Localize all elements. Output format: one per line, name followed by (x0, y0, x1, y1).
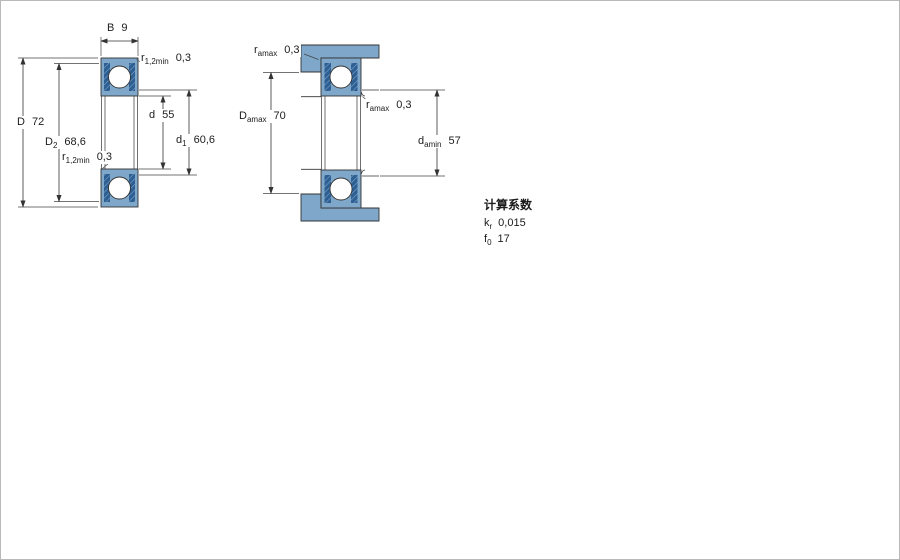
ball (329, 65, 353, 89)
ball (108, 65, 131, 89)
seal-left (104, 63, 110, 91)
dim-lines-Da (263, 71, 299, 195)
shaft-outline (301, 89, 379, 177)
bearing-cross-section (18, 37, 197, 208)
seal-left (324, 63, 331, 91)
dim-lines-D2 (54, 62, 99, 203)
seal-left (104, 174, 110, 202)
bearing-section-top (320, 57, 362, 97)
bore-projection-lines (321, 96, 361, 170)
dim-lines-da (380, 89, 445, 177)
dim-lines-d (139, 95, 171, 170)
dim-lines-B (100, 37, 139, 56)
bearing-section-top (100, 57, 139, 97)
seal-right (351, 63, 358, 91)
calculation-factors-title: 计算系数 (484, 198, 533, 212)
bearing-section-bottom (320, 169, 362, 209)
seal-right (129, 174, 135, 202)
seal-right (129, 63, 135, 91)
dim-lines-d1 (139, 89, 197, 176)
seal-right (351, 175, 358, 203)
seal-left (324, 175, 331, 203)
bearing-section-bottom (100, 168, 139, 208)
ball (108, 176, 131, 200)
dim-lines-D (18, 57, 98, 208)
mounting-dimensions-figure (263, 44, 445, 222)
ball (329, 177, 353, 201)
leader-ra-top (303, 53, 319, 60)
